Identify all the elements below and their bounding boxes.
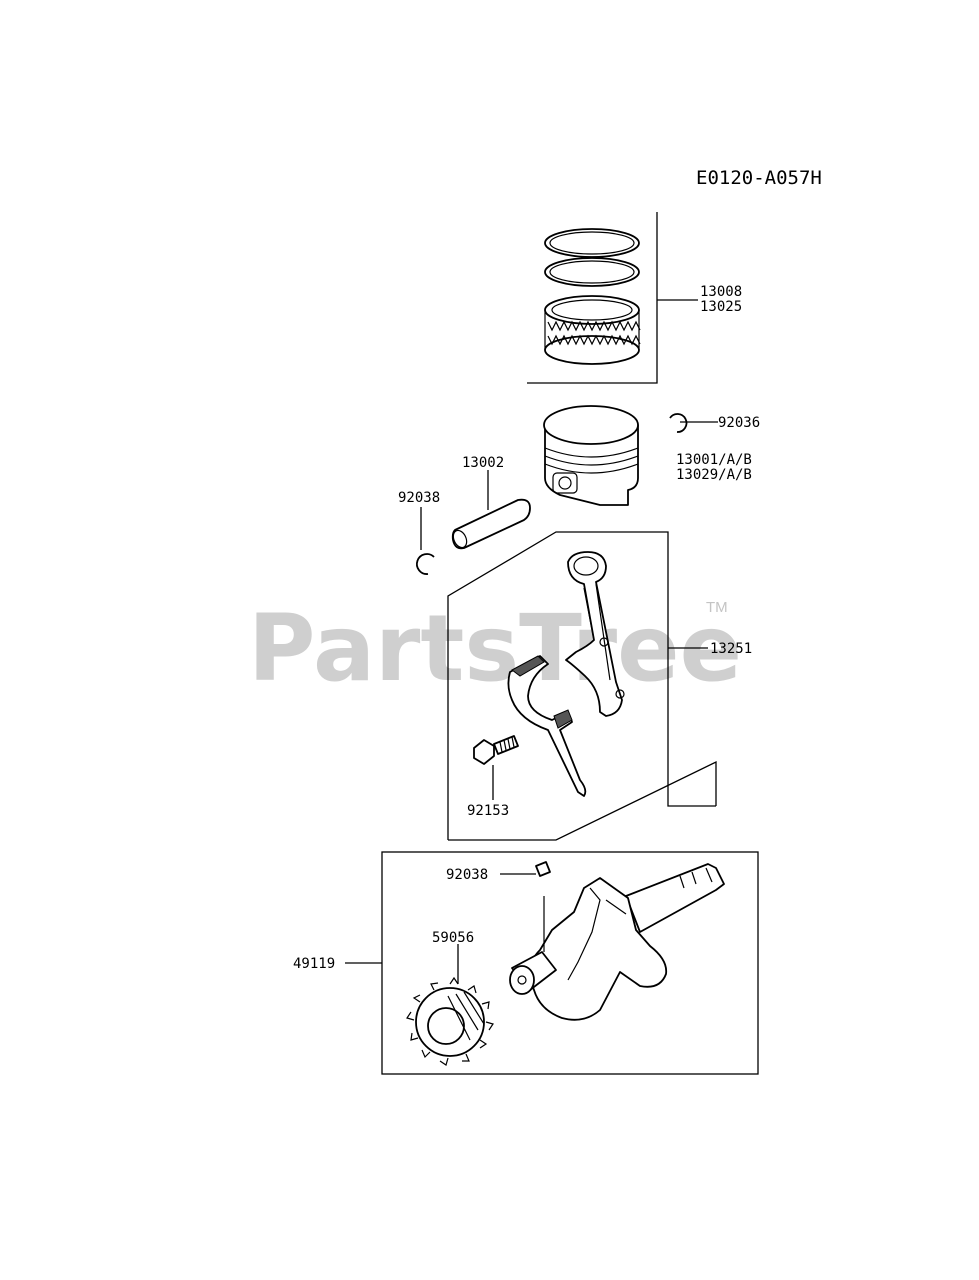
label-13029: 13029/A/B	[676, 467, 752, 483]
watermark: PartsTree TM	[248, 595, 742, 702]
label-92153: 92153	[467, 803, 509, 819]
circlip-right-illustration	[669, 413, 688, 433]
watermark-text: PartsTree	[248, 595, 742, 702]
label-13008: 13008	[700, 284, 742, 300]
diagram-code: E0120-A057H	[696, 167, 822, 189]
conrod-frame	[447, 531, 716, 840]
label-13002: 13002	[462, 455, 504, 471]
circlip-left-illustration	[416, 553, 435, 575]
label-59056: 59056	[432, 930, 474, 946]
conrod-frame-bottom	[448, 760, 717, 841]
label-49119: 49119	[293, 956, 335, 972]
label-13001: 13001/A/B	[676, 452, 752, 468]
piston-pin-illustration	[451, 498, 531, 550]
piston-illustration	[543, 405, 639, 506]
rod-cap-illustration	[507, 655, 587, 797]
connecting-rod-illustration	[565, 551, 625, 717]
key-illustration	[535, 861, 551, 877]
rings-bracket	[527, 212, 658, 384]
label-92036: 92036	[718, 415, 760, 431]
crankshaft-illustration	[509, 863, 725, 1021]
label-13251: 13251	[710, 641, 752, 657]
watermark-trademark: TM	[706, 599, 728, 616]
gear-illustration	[406, 976, 494, 1066]
label-92038-clip: 92038	[398, 490, 440, 506]
label-13025: 13025	[700, 299, 742, 315]
piston-rings-illustration	[544, 228, 641, 365]
label-92038-key: 92038	[446, 867, 488, 883]
bolt-illustration	[473, 735, 519, 765]
